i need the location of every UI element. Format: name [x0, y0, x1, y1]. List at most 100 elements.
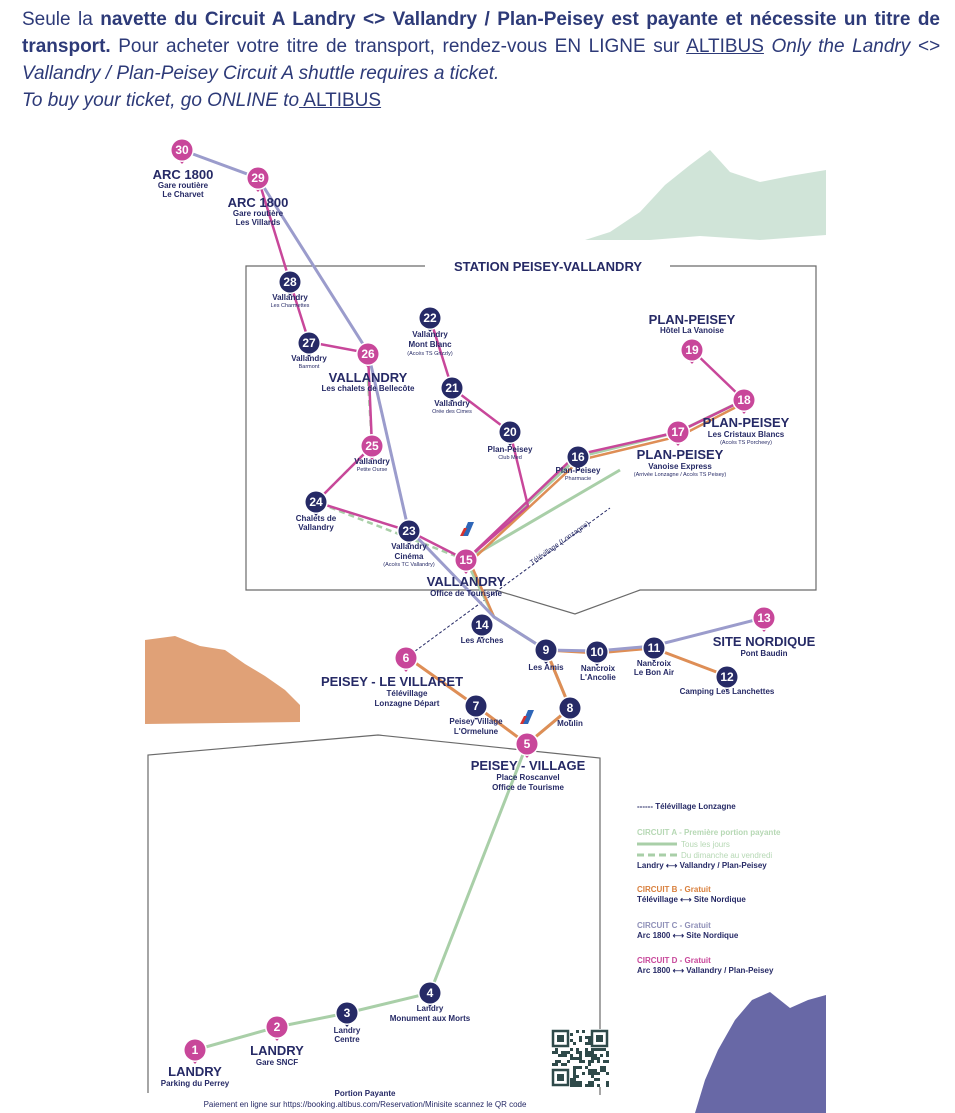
orange-mountain-decoration — [145, 636, 300, 724]
blue-mountain-decoration — [695, 992, 826, 1113]
stop-6-sub2: Lonzagne Départ — [375, 699, 440, 708]
stop-2-name: LANDRY — [250, 1043, 304, 1058]
stop-30-marker: 30 — [170, 138, 194, 164]
stop-23-number: 23 — [402, 524, 416, 538]
stop-30-sub: Gare routière — [158, 181, 209, 190]
stop-24-marker: 24 — [304, 490, 328, 516]
stop-30-sub2: Le Charvet — [162, 190, 204, 199]
altibus-link[interactable]: ALTIBUS — [686, 36, 764, 57]
stop-4-number: 4 — [427, 986, 434, 1000]
stop-4-marker: 4 — [418, 981, 442, 1007]
stop-17-marker: 17 — [666, 420, 690, 446]
stop-29-marker: 29 — [246, 166, 270, 192]
intro-text: Seule la navette du Circuit A Landry <> … — [22, 6, 940, 114]
legend-televillage: ------ Télévillage Lonzagne — [637, 802, 736, 811]
stop-3-marker: 3 — [335, 1001, 359, 1027]
stop-21-number: 21 — [445, 381, 459, 395]
stop-2-sub: Gare SNCF — [256, 1058, 298, 1067]
circuit-c-route — [181, 148, 764, 653]
stop-17-number: 17 — [671, 425, 685, 439]
stop-6-name: PEISEY - LE VILLARET — [321, 674, 463, 689]
stop-26-marker: 26 — [356, 342, 380, 368]
televillage-label: Télévillage (Lonzagne) — [529, 520, 591, 566]
stop-13-number: 13 — [757, 611, 771, 625]
stop-29-name: ARC 1800 — [228, 195, 289, 210]
stop-2-number: 2 — [274, 1020, 281, 1034]
qr-code[interactable] — [551, 1029, 609, 1087]
stop-16-sub: Pharmacie — [565, 476, 591, 482]
stop-6-number: 6 — [403, 651, 410, 665]
stop-19-marker: 19 — [680, 338, 704, 364]
stop-13-name: SITE NORDIQUE — [713, 634, 816, 649]
stop-4-label-2: Monument aux Morts — [390, 1014, 471, 1023]
stop-10-label: Nancroix — [581, 664, 616, 673]
stop-29-sub: Gare routière — [233, 209, 284, 218]
stop-20-number: 20 — [503, 425, 517, 439]
intro-english-2: To buy your ticket, go ONLINE to — [22, 90, 300, 111]
stop-26-sub: Les chalets de Bellecôte — [322, 384, 415, 393]
legend-b-route: Télévillage ⟷ Site Nordique — [637, 895, 746, 904]
intro-part: Pour acheter votre titre de transport, r… — [110, 36, 687, 57]
station-box-title: STATION PEISEY-VALLANDRY — [454, 259, 642, 274]
stop-6-sub: Télévillage — [387, 689, 428, 698]
legend-a-route: Landry ⟷ Vallandry / Plan-Peisey — [637, 861, 767, 870]
stop-26-number: 26 — [361, 347, 375, 361]
intro-bold: navette du Circuit A Landry <> Vallandry… — [22, 9, 940, 57]
stop-14-number: 14 — [475, 618, 489, 632]
stop-11-number: 11 — [648, 641, 661, 655]
stop-24-label-2: Vallandry — [298, 523, 334, 532]
stop-19-number: 19 — [685, 343, 699, 357]
stop-3-label: Landry — [334, 1026, 361, 1035]
legend-c-route: Arc 1800 ⟷ Site Nordique — [637, 931, 739, 940]
station-box-frame — [245, 265, 817, 615]
stop-17-sub: Vanoise Express — [648, 462, 712, 471]
stop-28-number: 28 — [283, 275, 297, 289]
stop-4-label: Landry — [417, 1004, 444, 1013]
stop-5-number: 5 — [524, 737, 531, 751]
stop-3-label-2: Centre — [334, 1035, 360, 1044]
stop-labels: ARC 1800 Gare routière Le Charvet ARC 18… — [153, 167, 816, 1088]
legend-d-route: Arc 1800 ⟷ Vallandry / Plan-Peisey — [637, 966, 774, 975]
stop-27-label: Vallandry — [291, 354, 327, 363]
stop-23-sub: (Accès TC Vallandry) — [383, 562, 435, 568]
stop-27-marker: 27 — [297, 331, 321, 357]
portion-payante-label: Portion Payante — [335, 1089, 396, 1098]
green-mountain-decoration — [585, 150, 826, 240]
stop-26-name: VALLANDRY — [329, 370, 408, 385]
intro-part: Seule la — [22, 9, 101, 30]
stop-12-marker: 12 — [715, 665, 739, 691]
stop-23-marker: 23 — [397, 519, 421, 545]
stop-22-number: 22 — [423, 311, 437, 325]
stop-21-marker: 21 — [440, 376, 464, 402]
stop-25-sub: Petite Ourse — [357, 467, 388, 473]
altibus-logo-icon — [518, 708, 536, 726]
stop-21-label: Vallandry — [434, 399, 470, 408]
stop-9-number: 9 — [543, 643, 550, 657]
altibus-link-2[interactable]: ALTIBUS — [299, 90, 382, 111]
legend-c-title: CIRCUIT C - Gratuit — [637, 921, 711, 930]
stop-12-number: 12 — [720, 670, 734, 684]
stop-5-marker: 5 — [515, 732, 539, 758]
stop-16-label: Plan-Peisey — [556, 466, 601, 475]
stop-22-sub: (Accès TS Grizzly) — [407, 351, 453, 357]
stop-27-sub: Barmont — [299, 364, 320, 370]
stop-22-marker: 22 — [418, 306, 442, 332]
stop-8-number: 8 — [567, 701, 574, 715]
stop-14-marker: 14 — [470, 613, 494, 639]
stop-10-label-2: L'Ancolie — [580, 673, 616, 682]
stop-18-note: (Accès TS Porcheey) — [720, 440, 772, 446]
stop-16-marker: 16 — [566, 445, 590, 471]
legend-b-title: CIRCUIT B - Gratuit — [637, 885, 711, 894]
televillage-cable-line — [406, 507, 611, 658]
stop-24-number: 24 — [309, 495, 323, 509]
stop-24-label: Chalets de — [296, 514, 337, 523]
legend-a-title: CIRCUIT A - Première portion payante — [637, 828, 781, 837]
legend-a-daily: Tous les jours — [681, 840, 730, 849]
stop-10-number: 10 — [590, 645, 604, 659]
legend-d-title: CIRCUIT D - Gratuit — [637, 956, 711, 965]
stop-19-sub: Hôtel La Vanoise — [660, 326, 725, 335]
stop-14-label: Les Arches — [461, 636, 504, 645]
intro-english: Only the Landry <> Vallandry / Plan-Peis… — [22, 36, 940, 84]
stop-9-marker: 9 — [534, 638, 558, 664]
